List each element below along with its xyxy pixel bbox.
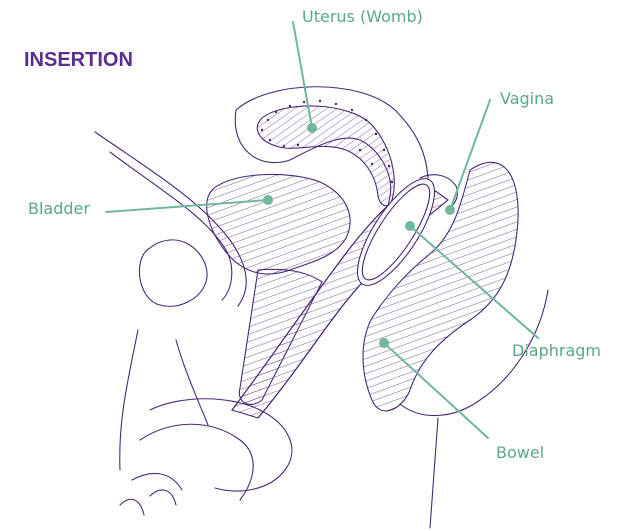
bladder-label: Bladder (28, 199, 90, 218)
vagina-label: Vagina (500, 89, 554, 108)
pubic-bone (139, 240, 207, 306)
diagram-title: INSERTION (24, 49, 133, 71)
bowel-label: Bowel (496, 443, 544, 462)
sacrum-line (430, 418, 438, 528)
bowel-marker (379, 338, 389, 348)
uterus-label: Uterus (Womb) (302, 7, 423, 26)
bladder (207, 174, 350, 274)
vulva-outline (120, 473, 182, 515)
vagina-marker (445, 205, 455, 215)
diaphragm-marker (405, 221, 415, 231)
thigh-lower-outline (140, 424, 253, 500)
bladder-marker (263, 195, 273, 205)
hand-outline (150, 399, 292, 491)
thigh-outline-inner (176, 340, 208, 425)
diaphragm-label: Diaphragm (512, 341, 601, 360)
thigh-outline (120, 330, 138, 470)
uterus-marker (307, 123, 317, 133)
